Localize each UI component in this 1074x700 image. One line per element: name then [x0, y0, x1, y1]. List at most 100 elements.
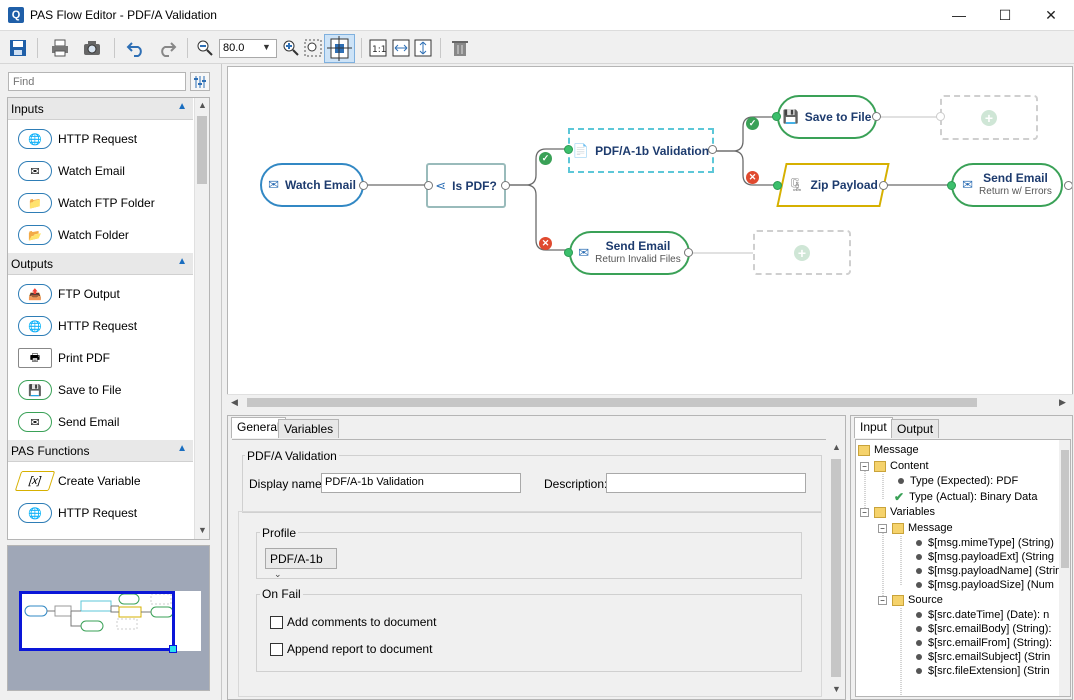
- tree-item-variables[interactable]: − Variables: [860, 506, 935, 518]
- maximize-button[interactable]: ☐: [998, 7, 1012, 23]
- tree-item-email-body[interactable]: $[src.emailBody] (String):: [916, 623, 1051, 635]
- canvas-scroll-thumb[interactable]: [247, 398, 977, 407]
- tree-item-type-expected[interactable]: Type (Expected): PDF: [898, 475, 1018, 487]
- chevron-left-icon[interactable]: ◀: [231, 397, 238, 407]
- node-zip-payload[interactable]: 🗜 Zip Payload: [776, 163, 890, 207]
- palette-scroll-thumb[interactable]: [197, 116, 207, 184]
- input-port[interactable]: [936, 112, 945, 121]
- collapse-icon[interactable]: −: [860, 461, 869, 471]
- minimap[interactable]: [7, 545, 210, 691]
- delete-icon[interactable]: [448, 36, 472, 60]
- input-port[interactable]: [424, 181, 433, 190]
- output-port[interactable]: [359, 181, 368, 190]
- tab-input[interactable]: Input: [854, 417, 893, 438]
- palette-item-http-request[interactable]: 🌐 HTTP Request: [18, 499, 193, 527]
- tab-general[interactable]: General: [231, 417, 286, 438]
- display-name-field[interactable]: PDF/A-1b Validation: [321, 473, 521, 493]
- palette-section-pas-functions[interactable]: PAS Functions ▲: [8, 440, 193, 462]
- append-report-checkbox[interactable]: [270, 643, 283, 656]
- find-input[interactable]: [8, 72, 186, 91]
- tree-item-payload-ext[interactable]: $[msg.payloadExt] (String: [916, 551, 1054, 563]
- chevron-up-icon[interactable]: ▲: [177, 101, 187, 112]
- tree-item-payload-size[interactable]: $[msg.payloadSize] (Num: [916, 579, 1054, 591]
- palette-section-inputs[interactable]: Inputs ▲: [8, 98, 193, 120]
- tree-item-mime-type[interactable]: $[msg.mimeType] (String): [916, 537, 1054, 549]
- save-icon[interactable]: [6, 36, 30, 60]
- input-port[interactable]: [773, 181, 782, 190]
- palette-item-watch-email[interactable]: ✉ Watch Email: [18, 157, 193, 185]
- tab-variables[interactable]: Variables: [278, 419, 340, 438]
- fit-page-icon[interactable]: [324, 34, 355, 63]
- fit-height-icon[interactable]: [411, 36, 435, 60]
- actual-size-icon[interactable]: 1:1: [366, 36, 390, 60]
- palette-item-http-request[interactable]: 🌐 HTTP Request: [18, 125, 193, 153]
- tree-item-source[interactable]: − Source: [878, 594, 943, 606]
- add-comments-checkbox[interactable]: [270, 616, 283, 629]
- node-watch-email[interactable]: ✉ Watch Email: [260, 163, 364, 207]
- flow-canvas[interactable]: ✉ Watch Email ⋖ Is PDF? 📄 PDF/A-1b Valid…: [227, 66, 1073, 409]
- palette-item-save-to-file[interactable]: 💾 Save to File: [18, 376, 193, 404]
- tree-item-content[interactable]: − Content: [860, 460, 929, 472]
- filter-settings-icon[interactable]: [190, 72, 210, 91]
- zoom-in-icon[interactable]: [279, 36, 303, 60]
- palette-item-http-request[interactable]: 🌐 HTTP Request: [18, 312, 193, 340]
- add-node-placeholder[interactable]: +: [753, 230, 851, 275]
- print-icon[interactable]: [48, 36, 72, 60]
- output-port[interactable]: [879, 181, 888, 190]
- profile-select[interactable]: PDF/A-1b ⌄: [265, 548, 337, 579]
- redo-icon[interactable]: [155, 36, 179, 60]
- palette-item-watch-folder[interactable]: 📂 Watch Folder: [18, 221, 193, 249]
- palette-item-create-variable[interactable]: [x] Create Variable: [14, 467, 193, 495]
- input-port[interactable]: [564, 145, 573, 154]
- node-send-email-invalid[interactable]: ✉ Send Email Return Invalid Files: [569, 231, 690, 275]
- output-port[interactable]: [872, 112, 881, 121]
- minimap-resize-handle[interactable]: [169, 645, 177, 653]
- tree-item-email-from[interactable]: $[src.emailFrom] (String):: [916, 637, 1052, 649]
- tree-scrollbar[interactable]: [1059, 440, 1070, 696]
- output-port[interactable]: [708, 145, 717, 154]
- zoom-out-icon[interactable]: [193, 36, 217, 60]
- collapse-icon[interactable]: −: [860, 507, 869, 517]
- canvas-horizontal-scrollbar[interactable]: ◀ ▶: [227, 394, 1073, 409]
- chevron-up-icon[interactable]: ▲: [177, 256, 187, 267]
- output-port[interactable]: [501, 181, 510, 190]
- tree-item-type-actual[interactable]: ✔ Type (Actual): Binary Data: [894, 490, 1038, 504]
- node-is-pdf[interactable]: ⋖ Is PDF?: [426, 163, 506, 208]
- input-port[interactable]: [772, 112, 781, 121]
- palette-item-print-pdf[interactable]: 🖶 Print PDF: [18, 344, 193, 372]
- tab-output[interactable]: Output: [891, 419, 940, 438]
- tree-item-message[interactable]: Message: [858, 444, 919, 456]
- palette-item-watch-ftp-folder[interactable]: 📁 Watch FTP Folder: [18, 189, 193, 217]
- undo-icon[interactable]: [124, 36, 148, 60]
- tree-item-var-message[interactable]: − Message: [878, 522, 953, 534]
- node-pdfa-validation[interactable]: 📄 PDF/A-1b Validation: [568, 128, 714, 173]
- palette-scrollbar[interactable]: ▲ ▼: [194, 98, 209, 539]
- fit-width-icon[interactable]: [389, 36, 413, 60]
- chevron-up-icon[interactable]: ▲: [832, 442, 841, 452]
- output-port[interactable]: [1064, 181, 1072, 190]
- add-node-placeholder[interactable]: +: [940, 95, 1038, 140]
- palette-item-ftp-output[interactable]: 📤 FTP Output: [18, 280, 193, 308]
- chevron-right-icon[interactable]: ▶: [1059, 397, 1066, 407]
- palette-section-outputs[interactable]: Outputs ▲: [8, 253, 193, 275]
- chevron-up-icon[interactable]: ▲: [198, 100, 207, 110]
- input-port[interactable]: [947, 181, 956, 190]
- close-button[interactable]: ✕: [1045, 7, 1057, 23]
- zoom-level-combobox[interactable]: 80.0: [219, 39, 277, 58]
- chevron-down-icon[interactable]: ▼: [262, 42, 271, 52]
- chevron-up-icon[interactable]: ▲: [177, 443, 187, 454]
- properties-scroll-thumb[interactable]: [831, 459, 841, 677]
- output-port[interactable]: [684, 248, 693, 257]
- tree-item-file-extension[interactable]: $[src.fileExtension] (Strin: [916, 665, 1050, 677]
- zoom-select-icon[interactable]: [301, 36, 325, 60]
- chevron-down-icon[interactable]: ▼: [198, 525, 207, 535]
- minimize-button[interactable]: —: [952, 7, 966, 23]
- description-field[interactable]: [606, 473, 806, 493]
- palette-item-send-email[interactable]: ✉ Send Email: [18, 408, 193, 436]
- chevron-down-icon[interactable]: ▼: [832, 684, 841, 694]
- properties-scrollbar[interactable]: ▲ ▼: [828, 439, 844, 699]
- collapse-icon[interactable]: −: [878, 595, 887, 605]
- node-save-to-file[interactable]: 💾 Save to File: [777, 95, 877, 139]
- minimap-viewport[interactable]: [19, 591, 175, 651]
- input-port[interactable]: [564, 248, 573, 257]
